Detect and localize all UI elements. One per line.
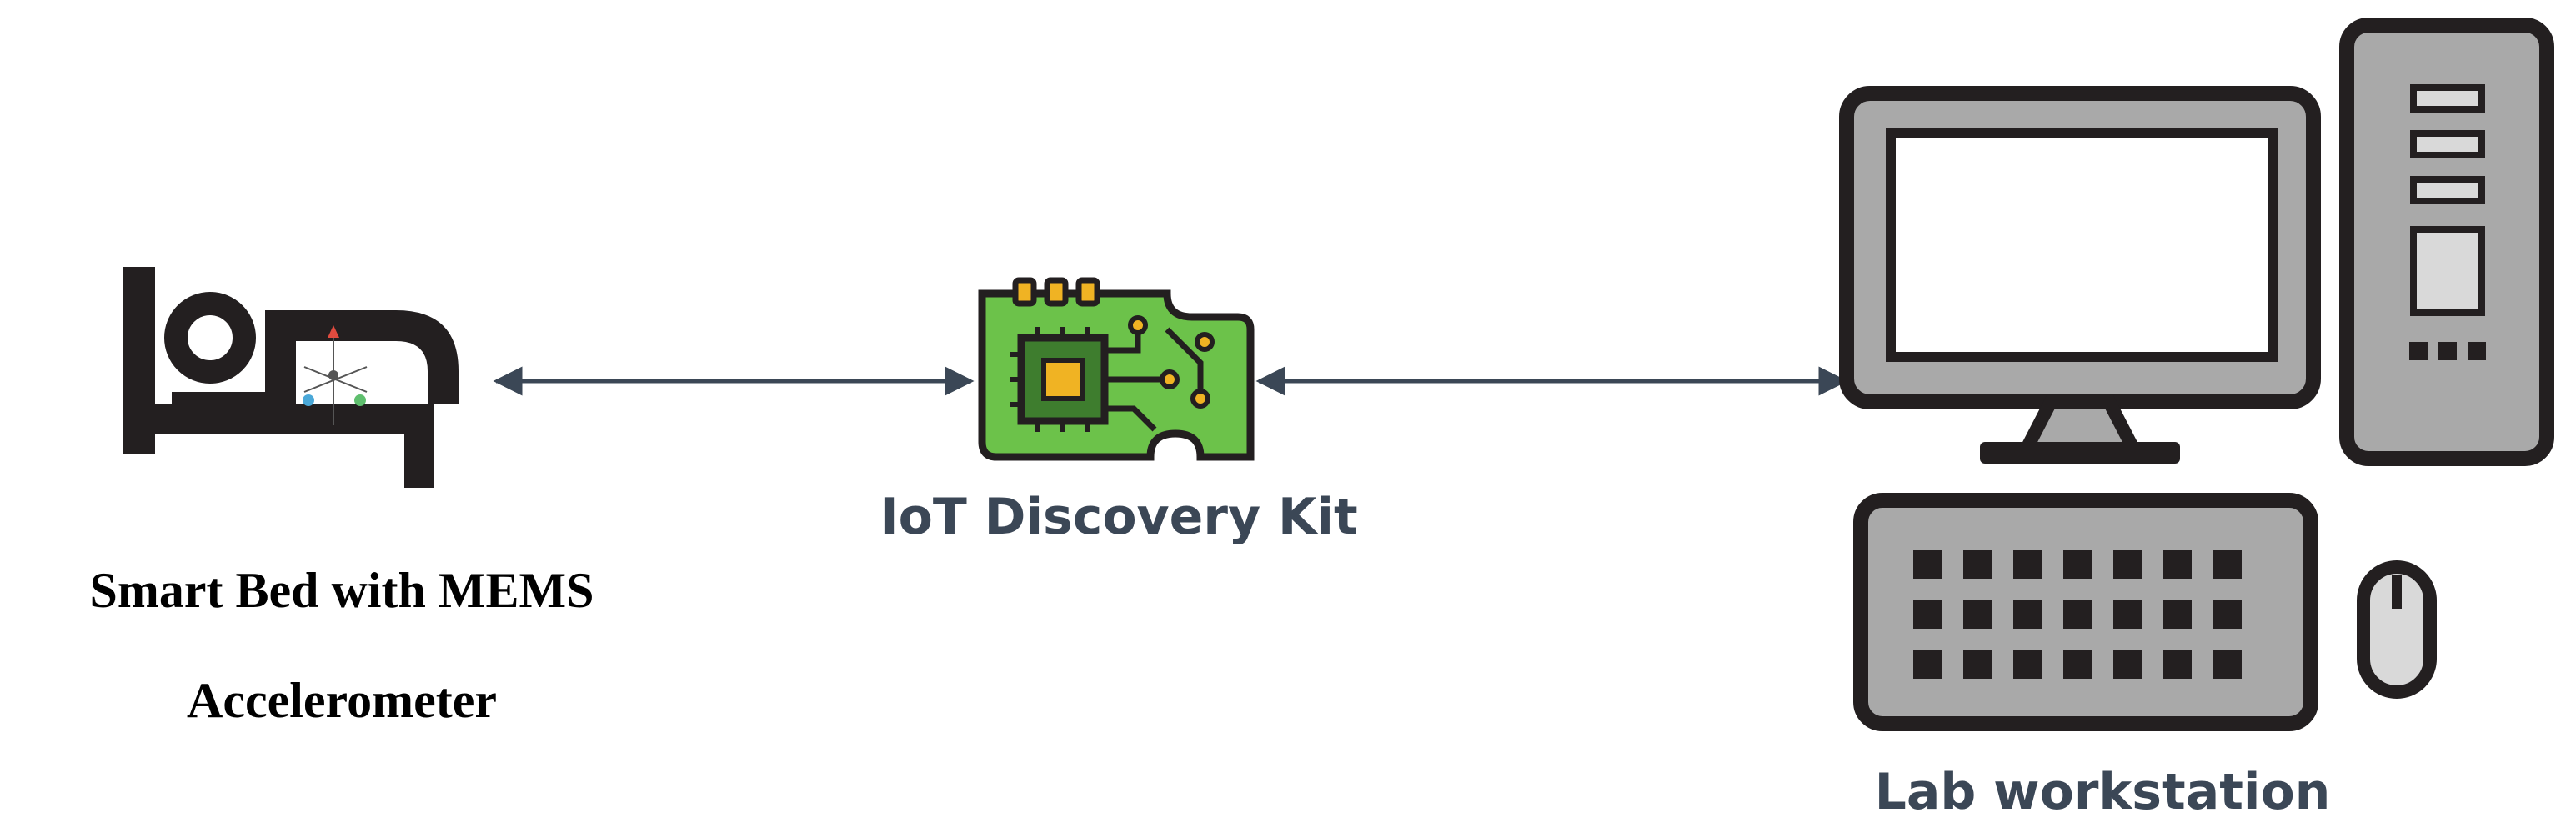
mouse-icon	[2357, 560, 2437, 699]
desktop-computer-icon	[1839, 18, 2554, 731]
workstation-label: Lab workstation	[1875, 763, 2331, 821]
bed-label-line1: Smart Bed with MEMS	[90, 563, 594, 618]
smart-bed-icon	[123, 267, 459, 488]
accelerometer-axes-icon	[303, 325, 368, 425]
circuit-board-icon	[978, 277, 1255, 461]
bed-label-line2: Accelerometer	[187, 673, 497, 728]
kit-label: IoT Discovery Kit	[880, 488, 1357, 546]
